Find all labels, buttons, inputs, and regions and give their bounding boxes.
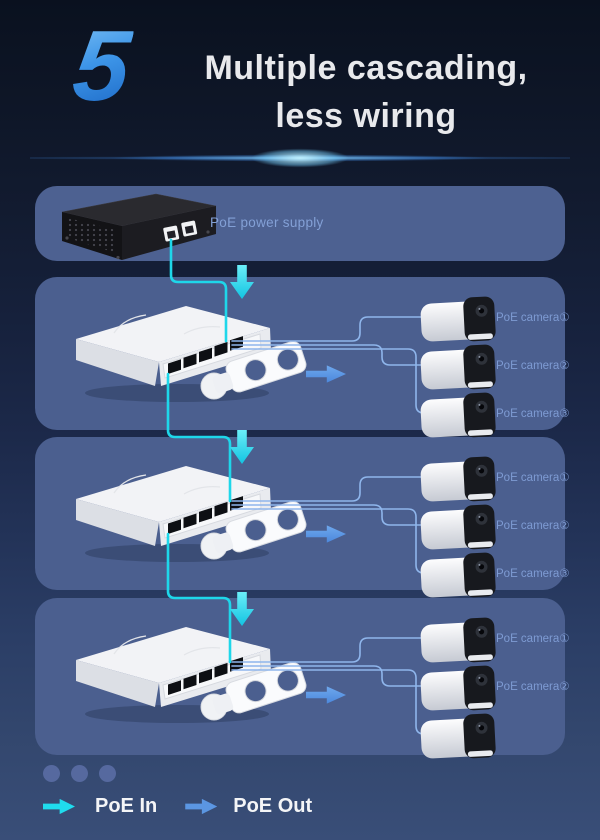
poe-in-legend-label: PoE In: [95, 795, 158, 817]
camera-label-1-3: PoE camera③: [496, 408, 570, 420]
pagination-dots: [43, 765, 116, 782]
camera-label-3-1: PoE camera①: [496, 633, 570, 645]
section-number: 5: [68, 10, 136, 122]
camera-label-2-3: PoE camera③: [496, 568, 570, 580]
camera-label-1-2: PoE camera②: [496, 360, 570, 372]
poe-in-legend-arrow-icon: [43, 798, 75, 815]
cascade-panel-3: [35, 598, 565, 755]
legend: PoE In PoE Out: [43, 795, 312, 818]
poe-out-legend-label: PoE Out: [233, 795, 313, 817]
page-title: Multiple cascading, less wiring: [168, 44, 564, 140]
cascade-panel-2: [35, 437, 565, 590]
poe-power-supply-label: PoE power supply: [210, 215, 324, 230]
camera-label-2-2: PoE camera②: [496, 520, 570, 532]
camera-label-1-1: PoE camera①: [496, 312, 570, 324]
pagination-dot: [43, 765, 60, 782]
poe-out-legend-arrow-icon: [185, 798, 218, 815]
title-line-1: Multiple cascading,: [204, 49, 528, 87]
pagination-dot: [99, 765, 116, 782]
title-line-2: less wiring: [275, 97, 457, 135]
light-flare-decoration: [30, 144, 570, 172]
pagination-dot: [71, 765, 88, 782]
camera-label-3-2: PoE camera②: [496, 681, 570, 693]
camera-label-2-1: PoE camera①: [496, 472, 570, 484]
cascade-panel-1: [35, 277, 565, 430]
